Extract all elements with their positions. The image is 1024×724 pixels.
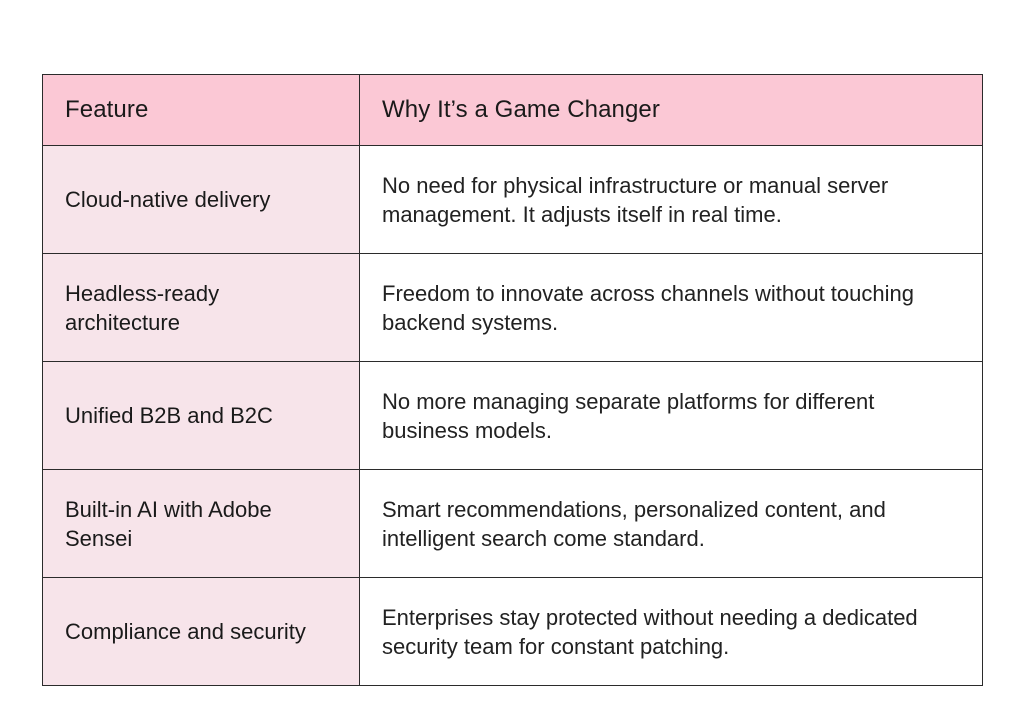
header-feature: Feature [42,74,360,146]
feature-cell: Compliance and security [42,577,360,686]
feature-cell: Built-in AI with Adobe Sensei [42,469,360,578]
description-cell: Enterprises stay protected without needi… [359,577,983,686]
feature-cell: Cloud-native delivery [42,145,360,254]
feature-comparison-table: Feature Why It’s a Game Changer Cloud-na… [42,74,983,686]
table-body: Cloud-native delivery No need for physic… [42,145,983,686]
description-cell: Smart recommendations, personalized cont… [359,469,983,578]
feature-cell: Headless-ready architecture [42,253,360,362]
table-row: Compliance and security Enterprises stay… [42,577,983,686]
table-row: Unified B2B and B2C No more managing sep… [42,361,983,470]
table-row: Cloud-native delivery No need for physic… [42,145,983,254]
table-row: Headless-ready architecture Freedom to i… [42,253,983,362]
description-cell: No more managing separate platforms for … [359,361,983,470]
table-header: Feature Why It’s a Game Changer [42,74,983,146]
table-row: Built-in AI with Adobe Sensei Smart reco… [42,469,983,578]
header-row: Feature Why It’s a Game Changer [42,74,983,146]
description-cell: No need for physical infrastructure or m… [359,145,983,254]
description-cell: Freedom to innovate across channels with… [359,253,983,362]
feature-cell: Unified B2B and B2C [42,361,360,470]
header-why-game-changer: Why It’s a Game Changer [359,74,983,146]
